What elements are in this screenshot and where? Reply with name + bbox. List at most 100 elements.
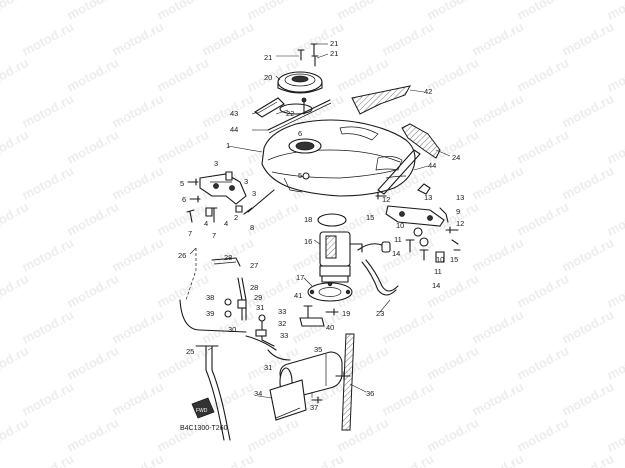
part-clip-40 <box>299 317 325 327</box>
part-tank-cover-left <box>254 97 285 118</box>
watermark-text: motod.ru <box>424 0 481 23</box>
callout-39: 39 <box>206 309 214 318</box>
callout-10: 10 <box>396 221 404 230</box>
watermark-text: motod.ru <box>199 451 256 468</box>
callout-13: 13 <box>424 193 432 202</box>
callout-31b: 31 <box>264 363 272 372</box>
callout-20: 20 <box>264 73 272 82</box>
part-long-bolt-8 <box>243 189 275 215</box>
callout-34: 34 <box>254 389 262 398</box>
leader-lines <box>189 43 451 399</box>
diagram-code: B4C1300-T260 <box>180 425 228 432</box>
callout-7b: 7 <box>212 231 216 240</box>
callout-28: 28 <box>224 253 232 262</box>
callout-21c: 21 <box>330 49 338 58</box>
callout-16: 16 <box>304 237 312 246</box>
watermark-text: motod.ru <box>64 127 121 167</box>
callout-4: 4 <box>204 219 208 228</box>
callout-6b: 6 <box>298 129 302 138</box>
watermark-text: motod.ru <box>604 55 625 95</box>
watermark-text: motod.ru <box>514 55 571 95</box>
watermark-text: motod.ru <box>559 451 616 468</box>
part-collar-3 <box>225 171 233 181</box>
watermark-text: motod.ru <box>19 379 76 419</box>
watermark-text: motod.ru <box>469 379 526 419</box>
callout-labels: 1 2 3 3 3 4 4 5 6 7 7 8 9 10 10 11 11 12… <box>178 39 464 412</box>
part-breather-hoses <box>179 257 277 351</box>
part-canister-bracket <box>269 379 307 421</box>
callout-5b: 5 <box>298 171 302 180</box>
part-bolt-6 <box>189 195 201 203</box>
watermark-text: motod.ru <box>0 343 31 383</box>
callout-11b: 11 <box>434 267 442 276</box>
callout-14b: 14 <box>432 281 440 290</box>
callout-23: 23 <box>376 309 384 318</box>
watermark-text: motod.ru <box>379 379 436 419</box>
watermark-text: motod.ru <box>424 55 481 95</box>
callout-41: 41 <box>294 291 302 300</box>
callout-26: 26 <box>178 251 186 260</box>
callout-3: 3 <box>214 159 218 168</box>
part-side-cover <box>401 123 441 159</box>
watermark-text: motod.ru <box>559 235 616 275</box>
part-drain-hose <box>211 345 231 441</box>
watermark-text: motod.ru <box>604 343 625 383</box>
watermark-text: motod.ru <box>199 91 256 131</box>
callout-2: 2 <box>234 213 238 222</box>
callout-29: 29 <box>254 293 262 302</box>
watermark-text: motod.ru <box>109 307 166 347</box>
part-fuel-tank <box>261 119 416 197</box>
callout-30: 30 <box>228 325 236 334</box>
watermark-text: motod.ru <box>604 199 625 239</box>
callout-44: 44 <box>230 125 238 134</box>
watermark-text: motod.ru <box>514 0 571 23</box>
callout-1: 1 <box>226 141 230 150</box>
watermark-text: motod.ru <box>19 91 76 131</box>
callout-25: 25 <box>186 347 194 356</box>
callout-31: 31 <box>256 303 264 312</box>
watermark-text: motod.ru <box>0 271 31 311</box>
watermark-text: motod.ru <box>19 307 76 347</box>
watermark-text: motod.ru <box>19 235 76 275</box>
callout-4b: 4 <box>224 219 228 228</box>
callout-11: 11 <box>394 235 402 244</box>
watermark-text: motod.ru <box>424 415 481 455</box>
watermark-text: motod.ru <box>469 91 526 131</box>
watermark-text: motod.ru <box>154 199 211 239</box>
watermark-text: motod.ru <box>154 0 211 23</box>
watermark-text: motod.ru <box>514 343 571 383</box>
watermark-text: motod.ru <box>379 307 436 347</box>
callout-12: 12 <box>382 195 390 204</box>
callout-5: 5 <box>180 179 184 188</box>
watermark-text: motod.ru <box>469 307 526 347</box>
watermark-text: motod.ru <box>19 451 76 468</box>
part-o-ring <box>317 213 347 227</box>
watermark-text: motod.ru <box>244 199 301 239</box>
watermark-text: motod.ru <box>199 19 256 59</box>
watermark-text: motod.ru <box>334 343 391 383</box>
callout-15: 15 <box>366 213 374 222</box>
callout-9: 9 <box>456 207 460 216</box>
callout-3b: 3 <box>244 177 248 186</box>
part-fuel-cap <box>277 71 323 94</box>
watermark-text: motod.ru <box>0 0 31 23</box>
part-fuel-hose <box>357 241 399 296</box>
watermark-text: motod.ru <box>64 271 121 311</box>
watermark-text: motod.ru <box>289 451 346 468</box>
callout-22: 22 <box>286 109 294 118</box>
watermark-text: motod.ru <box>604 0 625 23</box>
watermark-text: motod.ru <box>469 451 526 468</box>
watermark-text: motod.ru <box>559 379 616 419</box>
callout-14: 14 <box>392 249 400 258</box>
callout-35: 35 <box>314 345 322 354</box>
watermark-text: motod.ru <box>109 451 166 468</box>
watermark-text: motod.ru <box>64 199 121 239</box>
callout-21: 21 <box>264 53 272 62</box>
watermark-text: motod.ru <box>154 343 211 383</box>
forward-arrow-icon: FWD <box>191 397 215 419</box>
part-canister-hoses <box>255 314 291 361</box>
part-long-strip <box>341 333 355 431</box>
callout-12b: 12 <box>456 219 464 228</box>
watermark-text: motod.ru <box>109 19 166 59</box>
callout-36: 36 <box>366 389 374 398</box>
